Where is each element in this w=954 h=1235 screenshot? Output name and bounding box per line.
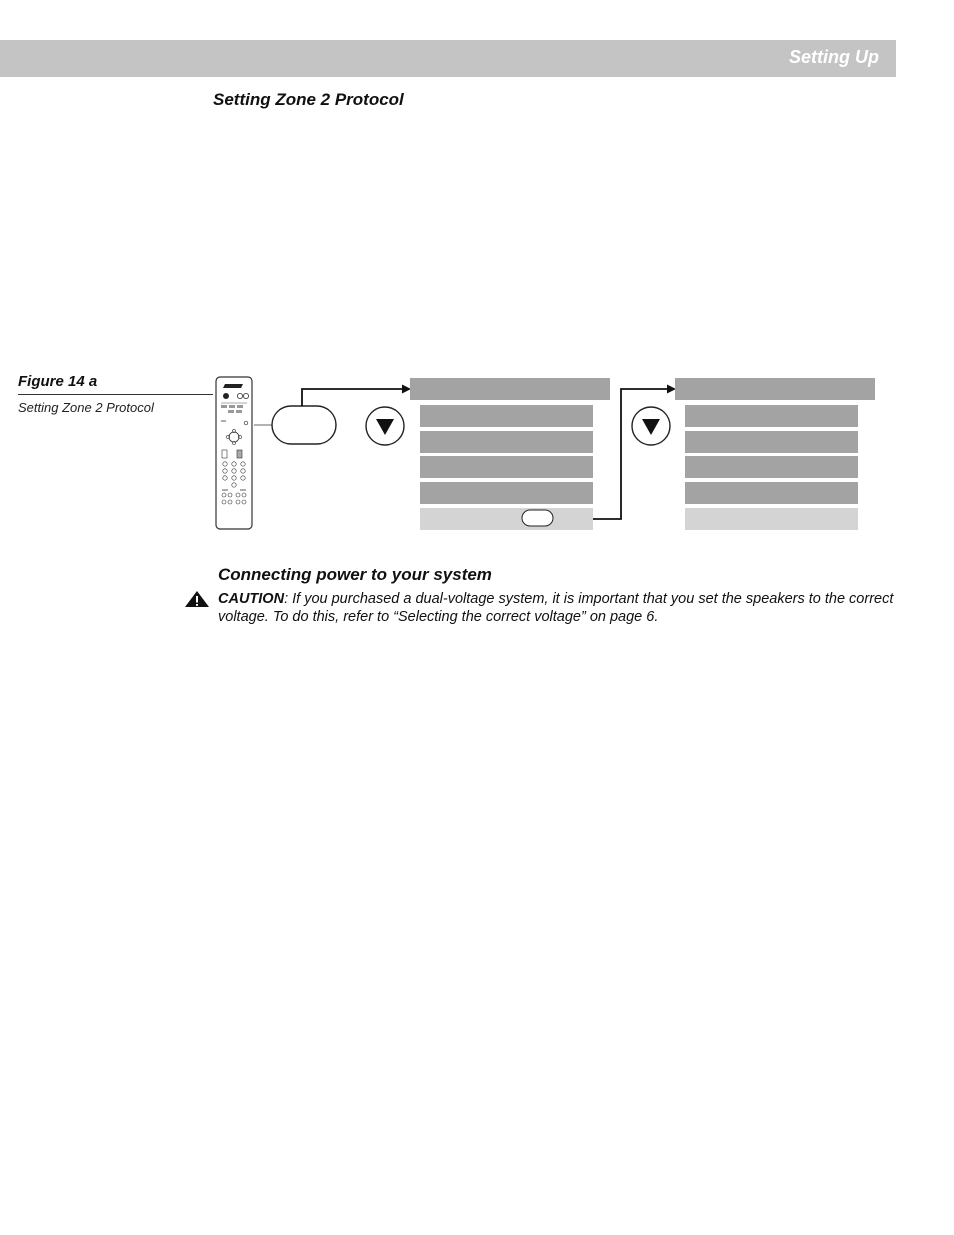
menu2-item-4 [685, 482, 858, 504]
figure-label: Figure 14 a [18, 373, 98, 390]
menu1-item-2 [420, 431, 593, 453]
header-title: Setting Up [789, 47, 879, 67]
warning-triangle-icon [185, 591, 209, 607]
oval-button-icon [271, 405, 337, 445]
section-title-power: Connecting power to your system [218, 565, 492, 584]
remote-control-icon [215, 376, 253, 530]
figure-rule [18, 394, 213, 395]
connector-arrow-2 [593, 388, 669, 520]
menu1-item-3 [420, 456, 593, 478]
header-bar: Setting Up [0, 40, 896, 77]
menu1-selector-pill [521, 509, 554, 527]
menu1-header [410, 378, 610, 400]
menu2-item-3 [685, 456, 858, 478]
caution-body: : If you purchased a dual-voltage system… [218, 591, 894, 625]
menu2-item-2 [685, 431, 858, 453]
menu1-item-5 [420, 508, 593, 530]
menu1-item-1 [420, 405, 593, 427]
menu2-header [675, 378, 875, 400]
figure-caption: Setting Zone 2 Protocol [18, 400, 154, 415]
menu2-item-1 [685, 405, 858, 427]
menu1-item-4 [420, 482, 593, 504]
caution-paragraph: CAUTION: If you purchased a dual-voltage… [218, 590, 898, 626]
section-title-zone2: Setting Zone 2 Protocol [213, 90, 404, 109]
caution-label: CAUTION [218, 591, 285, 607]
connector-arrow-1 [301, 388, 404, 406]
protocol-diagram [254, 378, 875, 530]
menu2-item-5 [685, 508, 858, 530]
